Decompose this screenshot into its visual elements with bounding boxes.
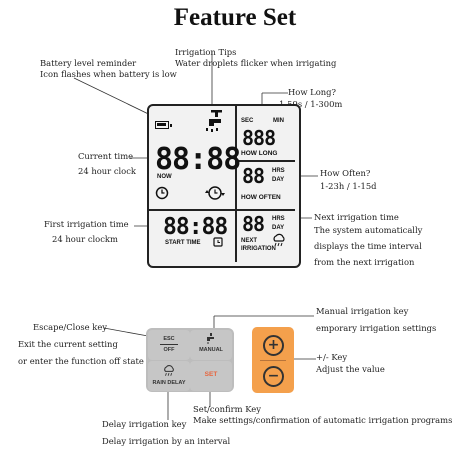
plus-button[interactable]: + (263, 335, 284, 356)
next-irrigation-desc-3: from the next irrigation (314, 257, 415, 267)
how-long-label: HOW LONG (241, 150, 278, 157)
faucet-icon (207, 333, 214, 344)
next-irrigation-desc-1: The system automatically (314, 225, 423, 235)
manual-label: MANUAL (199, 347, 223, 353)
plus-minus-keys: + − (252, 327, 294, 393)
how-often-desc: 1-23h / 1-15d (320, 181, 377, 191)
set-label: SET (204, 371, 218, 378)
key-divider (160, 344, 178, 345)
how-often-hrs: HRS (272, 168, 285, 174)
next-irrigation-title: Next irrigation time (314, 212, 399, 222)
escape-leader (103, 327, 149, 337)
next-label-1: NEXT (241, 238, 258, 244)
next-irrigation-desc-2: displays the time interval (314, 241, 422, 251)
how-often-label: HOW OFTEN (241, 194, 281, 201)
clock-icon (155, 186, 169, 200)
manual-button[interactable]: MANUAL (190, 330, 232, 360)
escape-desc-1: Exit the current setting (18, 339, 118, 349)
key-divider (260, 360, 286, 361)
page-title: Feature Set (173, 4, 297, 31)
lcd-right-divider-1 (237, 160, 295, 162)
battery-icon (155, 121, 172, 129)
manual-key-title: Manual irrigation key (316, 306, 409, 316)
irrigation-tips-title: Irrigation Tips (175, 47, 237, 57)
plus-minus-title: +/- Key (316, 352, 348, 362)
irrigation-tips-desc: Water droplets flicker when irrigating (175, 58, 337, 68)
alarm-clock-icon (213, 237, 223, 247)
current-time-desc: 24 hour clock (78, 166, 136, 176)
escape-title: Escape/Close key (33, 322, 108, 332)
first-irrigation-desc: 24 hour clockm (52, 234, 118, 244)
set-confirm-title: Set/confirm Key (193, 404, 261, 414)
lcd-vertical-divider (235, 106, 237, 262)
how-often-digits: 88 (242, 164, 265, 188)
minus-button[interactable]: − (263, 366, 284, 387)
first-irrigation-title: First irrigation time (44, 219, 129, 229)
manual-key-desc: emporary irrigation settings (316, 323, 437, 333)
keypad: ESC OFF MANUAL RAIN DELAY SET (146, 328, 234, 392)
how-often-day: DAY (272, 177, 285, 183)
sec-label: SEC (241, 118, 254, 124)
rain-cloud-icon (273, 233, 285, 247)
lcd-horizontal-divider (149, 209, 295, 211)
esc-label: ESC (163, 336, 175, 342)
set-confirm-desc: Make settings/confirmation of automatic … (193, 415, 453, 425)
cycle-clock-icon (205, 186, 225, 200)
how-long-desc: 1-59s / 1-300m (279, 99, 343, 109)
next-irrigation-digits: 88 (242, 212, 265, 236)
current-time-title: Current time (78, 151, 134, 161)
next-label-2: IRRIGATION (241, 246, 276, 252)
min-label: MIN (273, 118, 284, 124)
escape-desc-2: or enter the function off state (18, 356, 144, 366)
battery-callout-title: Battery level reminder (40, 58, 137, 68)
current-time-digits: 88:88 (155, 142, 241, 177)
start-time-label: START TIME (165, 240, 201, 246)
delay-desc: Delay irrigation by an interval (102, 436, 231, 446)
esc-off-button[interactable]: ESC OFF (148, 330, 190, 360)
plus-minus-desc: Adjust the value (316, 364, 385, 374)
now-label: NOW (157, 174, 172, 180)
how-long-digits: 888 (242, 126, 276, 150)
start-time-digits: 88:88 (163, 214, 228, 240)
how-often-title: How Often? (320, 168, 371, 178)
next-hrs: HRS (272, 216, 285, 222)
delay-title: Delay irrigation key (102, 419, 187, 429)
next-day: DAY (272, 225, 285, 231)
lcd-screen: 88:88 NOW SEC MIN 888 HOW LONG 88 HRS DA… (147, 104, 301, 268)
rain-delay-label: RAIN DELAY (152, 380, 186, 386)
rain-delay-button[interactable]: RAIN DELAY (148, 361, 190, 391)
rain-cloud-icon (164, 365, 174, 376)
battery-callout-desc: Icon flashes when battery is low (40, 69, 177, 79)
how-long-title: How Long? (288, 87, 337, 97)
off-label: OFF (163, 347, 175, 353)
set-button[interactable]: SET (190, 361, 232, 391)
faucet-icon (206, 110, 222, 132)
